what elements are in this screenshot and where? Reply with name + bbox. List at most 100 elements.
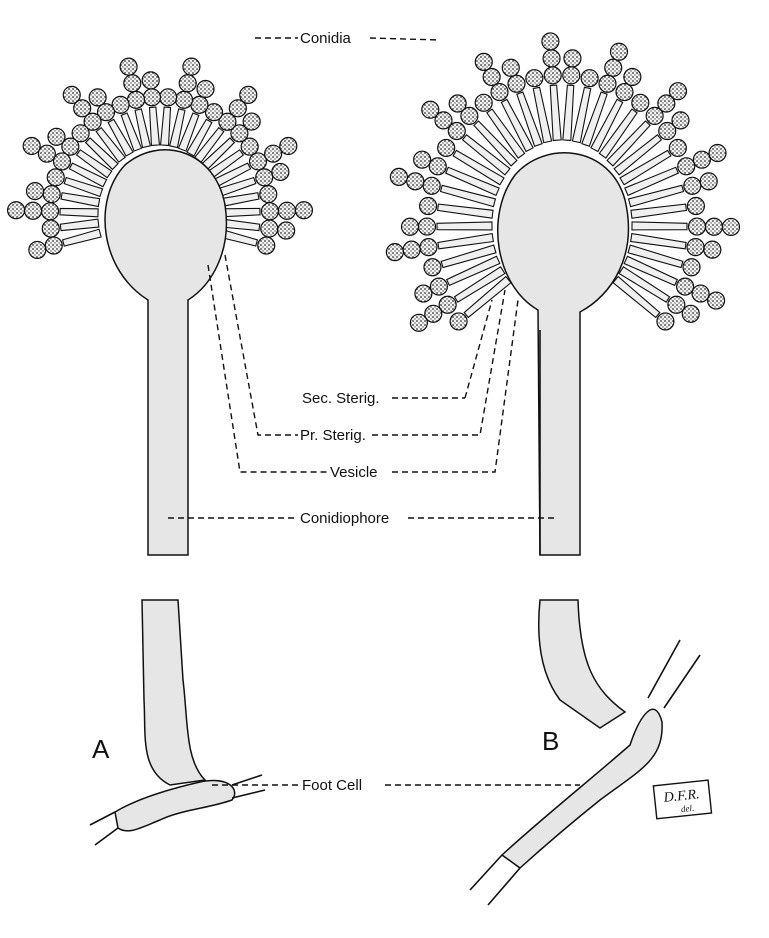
conidium — [483, 68, 500, 85]
conidium — [179, 75, 196, 92]
conidium — [258, 237, 275, 254]
conidium — [475, 53, 492, 70]
conidium — [682, 305, 699, 322]
hypha-a-left — [90, 812, 118, 845]
conidium — [250, 153, 267, 170]
conidium — [475, 94, 492, 111]
conidium — [624, 68, 641, 85]
conidium — [23, 137, 40, 154]
label-vesicle: Vesicle — [330, 464, 378, 481]
conidium — [419, 218, 436, 235]
conidium — [420, 239, 437, 256]
conidium — [415, 285, 432, 302]
conidium — [542, 33, 559, 50]
conidium — [42, 220, 59, 237]
conidium — [708, 292, 725, 309]
conidium — [272, 163, 289, 180]
conidium — [261, 203, 278, 220]
conidium — [678, 158, 695, 175]
conidium — [25, 202, 42, 219]
conidium — [722, 218, 739, 235]
conidium — [599, 75, 616, 92]
vesicle-a — [105, 150, 226, 555]
conidium — [429, 158, 446, 175]
conidium — [705, 218, 722, 235]
conidium — [175, 91, 192, 108]
stalk-lower-b — [539, 600, 625, 728]
conidium — [402, 218, 419, 235]
sterigma — [563, 85, 574, 140]
conidium — [45, 237, 62, 254]
conidium — [240, 86, 257, 103]
conidium — [280, 137, 297, 154]
sterigma — [631, 234, 686, 249]
sterigma — [438, 234, 493, 249]
conidium — [564, 50, 581, 67]
conidium — [38, 145, 55, 162]
conidium — [581, 70, 598, 87]
conidium — [256, 169, 273, 186]
foot-cell-a — [115, 781, 235, 831]
conidium — [261, 220, 278, 237]
conidium — [27, 183, 44, 200]
conidium — [295, 202, 312, 219]
label-pr-sterig: Pr. Sterig. — [300, 427, 366, 444]
sterigma — [222, 208, 260, 216]
conidium — [491, 84, 508, 101]
conidium — [160, 89, 177, 106]
hypha-a-right — [232, 775, 265, 798]
sterigma — [161, 107, 171, 145]
sterigma — [438, 204, 493, 218]
conidium — [669, 83, 686, 100]
conidium — [616, 84, 633, 101]
signature-del: del. — [680, 803, 694, 814]
conidium — [183, 58, 200, 75]
hypha-b-upper — [648, 640, 700, 708]
conidium — [450, 313, 467, 330]
conidium — [422, 101, 439, 118]
conidium — [683, 259, 700, 276]
label-conidiophore: Conidiophore — [300, 510, 389, 527]
conidium — [390, 168, 407, 185]
conidium — [386, 244, 403, 261]
conidium — [29, 241, 46, 258]
label-figure-b: B — [542, 726, 559, 756]
sterigma — [437, 222, 492, 230]
conidium — [430, 278, 447, 295]
conidium — [709, 145, 726, 162]
conidium — [124, 75, 141, 92]
conidium — [414, 151, 431, 168]
label-conidia: Conidia — [300, 30, 352, 47]
conidium — [669, 139, 686, 156]
conidium — [687, 198, 704, 215]
conidium — [420, 198, 437, 215]
conidium — [407, 173, 424, 190]
vesicle-b — [498, 153, 629, 555]
conidium — [142, 72, 159, 89]
conidium — [692, 285, 709, 302]
conidium — [42, 203, 59, 220]
conidium — [632, 94, 649, 111]
sterigma — [60, 208, 98, 216]
conidium — [191, 96, 208, 113]
sterigma — [60, 219, 99, 231]
conidium — [684, 177, 701, 194]
sterigma — [550, 85, 561, 140]
conidium — [48, 128, 65, 145]
sterigma — [631, 204, 686, 218]
sterigma — [632, 222, 687, 230]
conidium — [128, 91, 145, 108]
conidium — [526, 70, 543, 87]
conidium — [243, 113, 260, 130]
conidium — [43, 186, 60, 203]
conidium — [610, 43, 627, 60]
conidium — [502, 59, 519, 76]
conidium — [197, 80, 214, 97]
conidium — [563, 67, 580, 84]
conidium — [544, 67, 561, 84]
conidium — [687, 239, 704, 256]
conidium — [672, 112, 689, 129]
conidium — [605, 59, 622, 76]
sterigma — [63, 229, 102, 246]
